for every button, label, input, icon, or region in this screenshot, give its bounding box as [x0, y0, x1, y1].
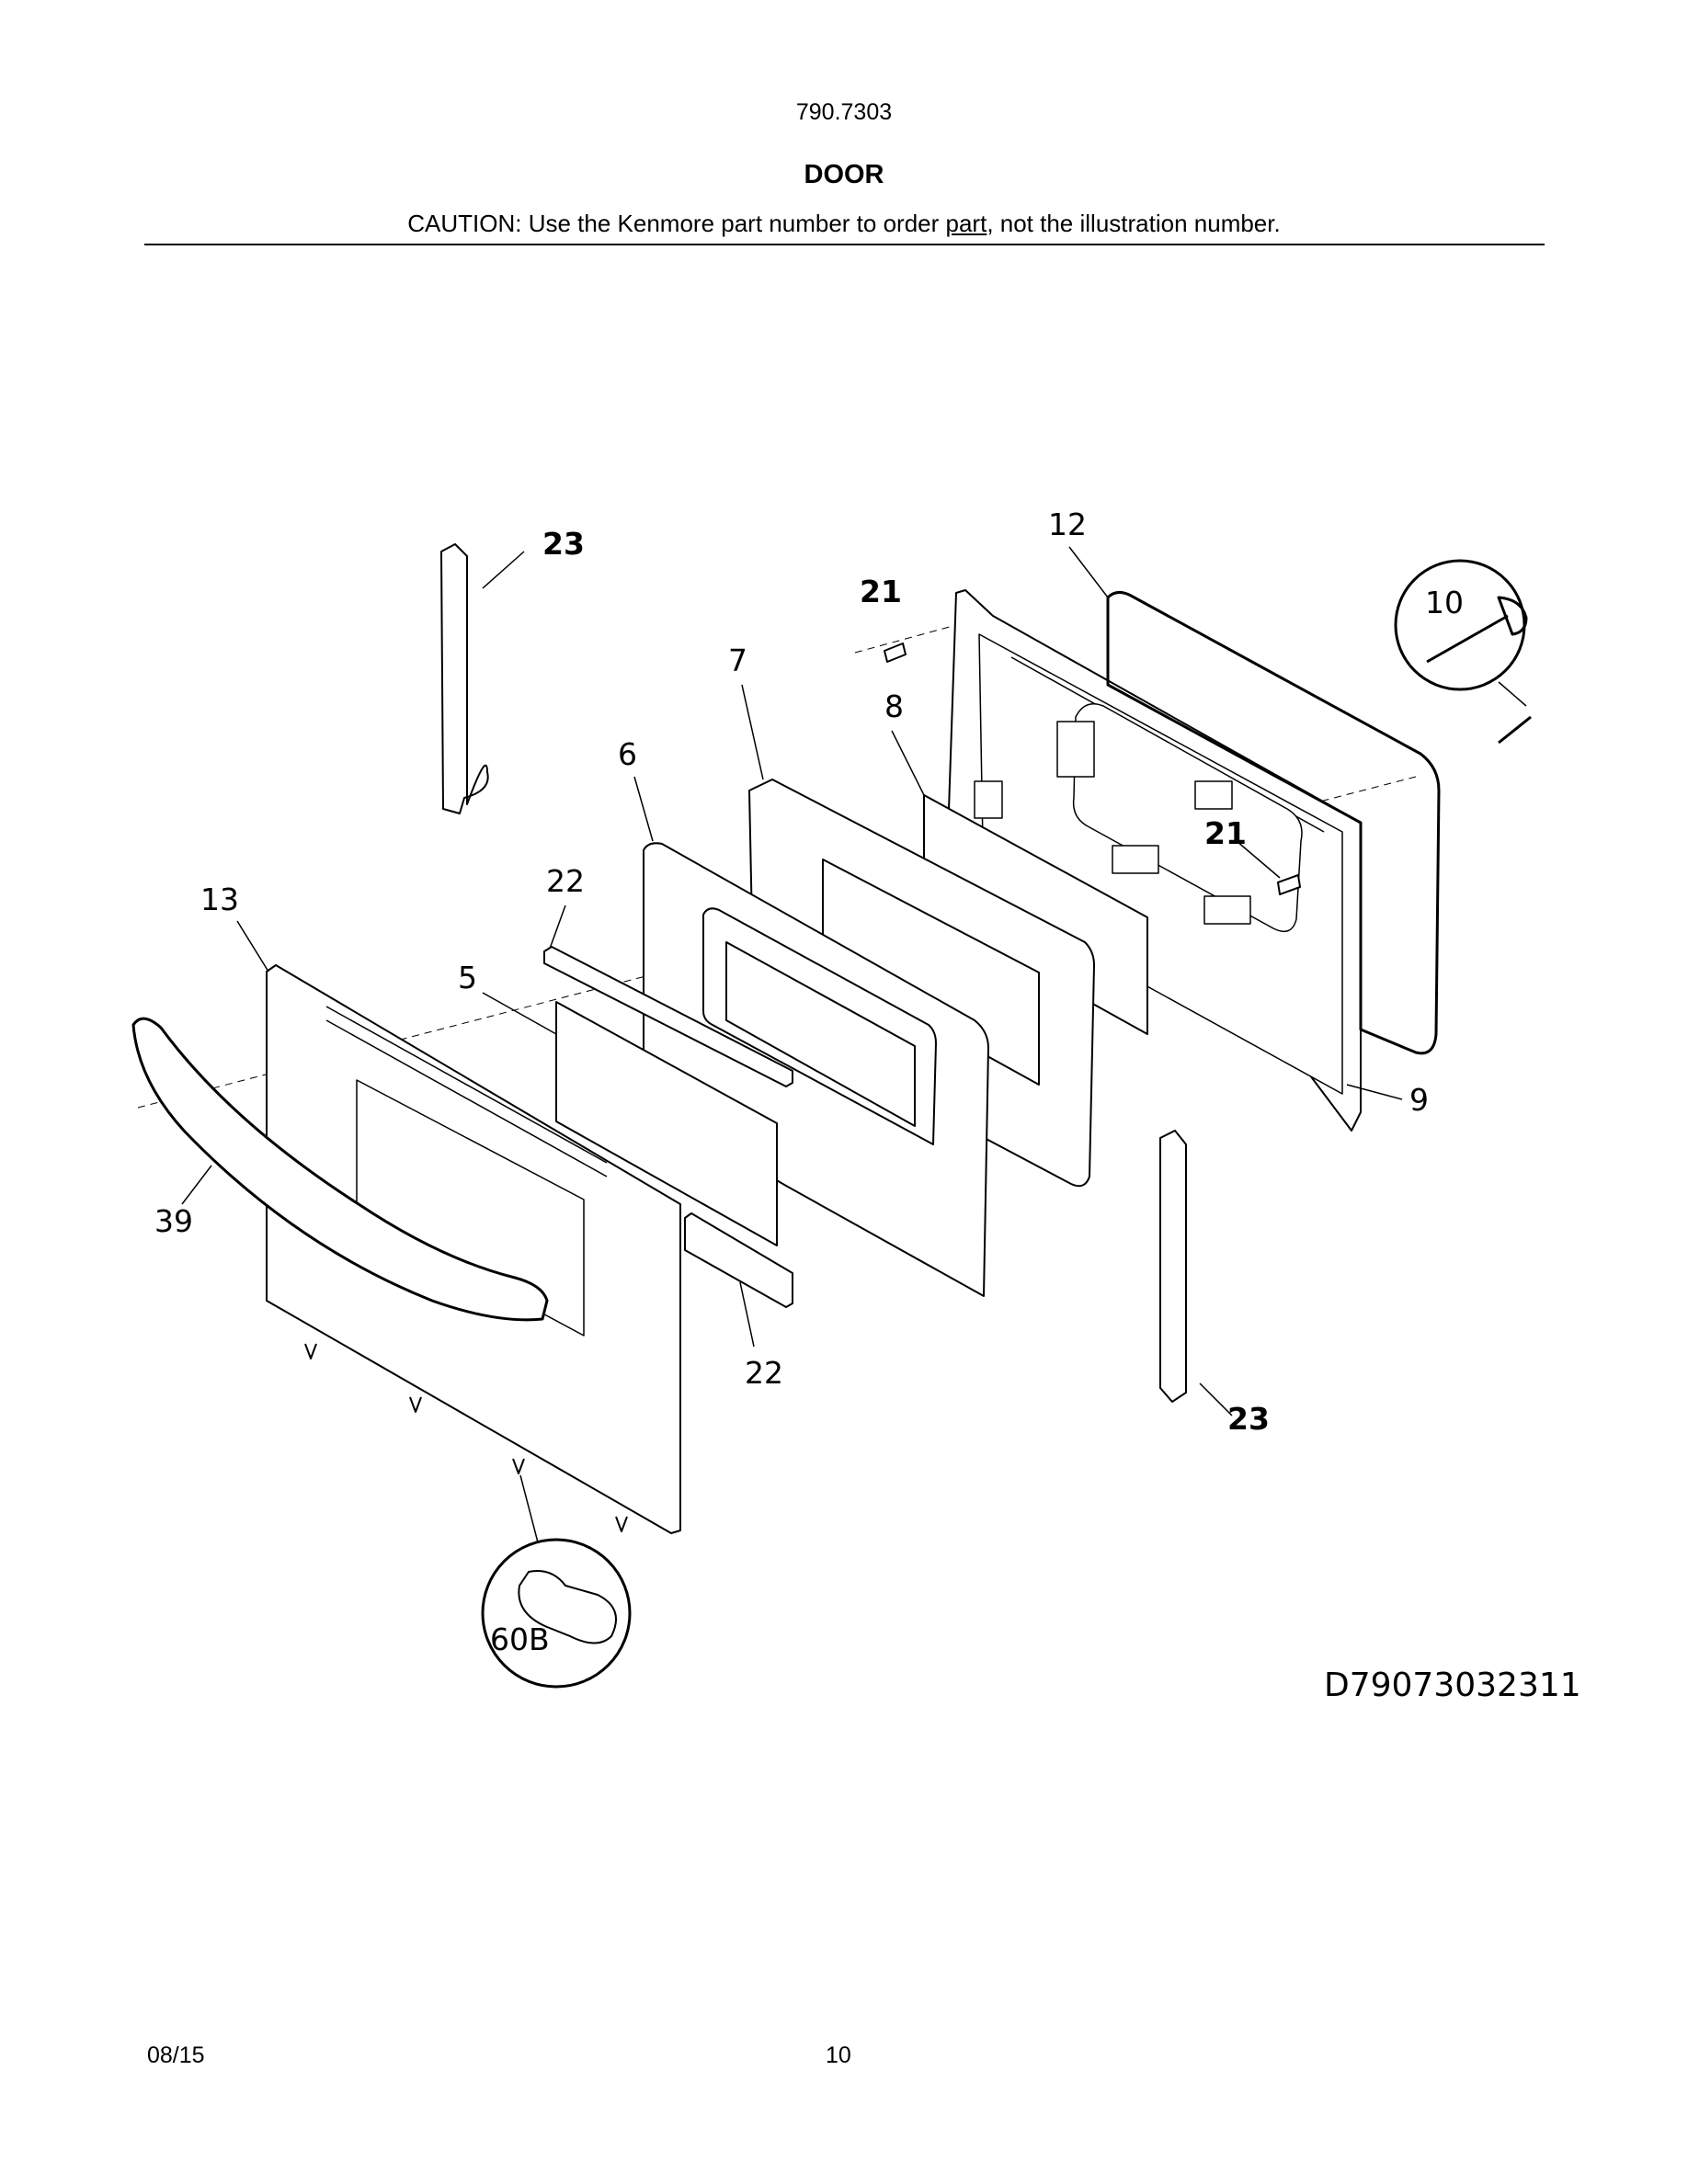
outer-glass-panel — [555, 1001, 778, 1246]
callout-7: 7 — [728, 643, 747, 678]
outer-door-panel — [266, 964, 681, 1534]
callout-5: 5 — [458, 960, 477, 995]
door-gasket — [1106, 591, 1441, 1055]
detail-circle-10 — [1394, 559, 1526, 691]
hinge-top — [440, 543, 489, 814]
leader-13 — [236, 920, 269, 973]
detail-leader-10 — [1498, 681, 1527, 707]
assembly-axis-line-upper — [854, 624, 957, 654]
insulation-panel — [748, 779, 1095, 1188]
screw-4 — [615, 1516, 628, 1532]
callout-8: 8 — [884, 688, 904, 724]
inner-door-panel — [643, 842, 989, 1297]
leader-5 — [482, 992, 557, 1035]
caution-note: CAUTION: Use the Kenmore part number to … — [0, 210, 1688, 238]
caution-underlined-word: part — [945, 210, 987, 237]
bolt-10-detail — [1426, 596, 1528, 664]
callout-21-top: 21 — [860, 574, 902, 609]
leader-9 — [1346, 1084, 1403, 1100]
lower-rail — [684, 1212, 793, 1308]
caution-suffix: , not the illustration number. — [987, 210, 1281, 237]
leader-7 — [741, 684, 764, 780]
page-title: DOOR — [804, 160, 884, 189]
header-rule — [144, 244, 1545, 245]
leader-8 — [891, 730, 925, 796]
detail-circle-60b — [481, 1538, 632, 1689]
leader-23-bot — [1199, 1382, 1233, 1416]
leader-22-bot — [739, 1281, 755, 1348]
callout-9: 9 — [1409, 1082, 1429, 1118]
leader-22-top — [549, 904, 566, 950]
leader-21-mid — [1236, 840, 1281, 879]
model-number: 790.7303 — [795, 99, 893, 125]
inner-door-liner — [946, 589, 1362, 1132]
hinge-bottom — [1159, 1130, 1187, 1403]
screw-60b-detail — [518, 1570, 617, 1644]
callout-12: 12 — [1048, 506, 1087, 542]
upper-rail — [543, 946, 793, 1087]
callout-60b: 60B — [490, 1621, 550, 1657]
callout-39: 39 — [154, 1203, 193, 1239]
leader-12 — [1068, 546, 1109, 598]
diagram-id: D79073032311 — [1324, 1666, 1581, 1704]
leader-39 — [181, 1165, 212, 1205]
door-handle — [131, 1017, 549, 1322]
footer-date: 08/15 — [147, 2042, 205, 2068]
leader-6 — [633, 776, 654, 842]
callout-6: 6 — [618, 736, 637, 772]
door-stop-21-mid — [1277, 874, 1301, 895]
callout-23-bot: 23 — [1227, 1401, 1270, 1437]
screw-1 — [304, 1343, 317, 1359]
callout-13: 13 — [200, 882, 239, 917]
page-number: 10 — [826, 2042, 851, 2068]
detail-leader-60b — [519, 1474, 539, 1543]
callout-22-top: 22 — [546, 863, 585, 899]
leader-23-top — [482, 551, 525, 589]
door-stop-21-top — [884, 643, 907, 663]
bolt-10-small — [1498, 715, 1532, 745]
screw-2 — [409, 1396, 422, 1413]
caution-prefix: CAUTION: Use the Kenmore part number to … — [407, 210, 946, 237]
screw-3 — [512, 1458, 525, 1474]
callout-22-bot: 22 — [745, 1355, 783, 1391]
callout-23-top: 23 — [542, 526, 585, 562]
callout-21-mid: 21 — [1204, 815, 1247, 851]
callout-10: 10 — [1425, 585, 1464, 620]
